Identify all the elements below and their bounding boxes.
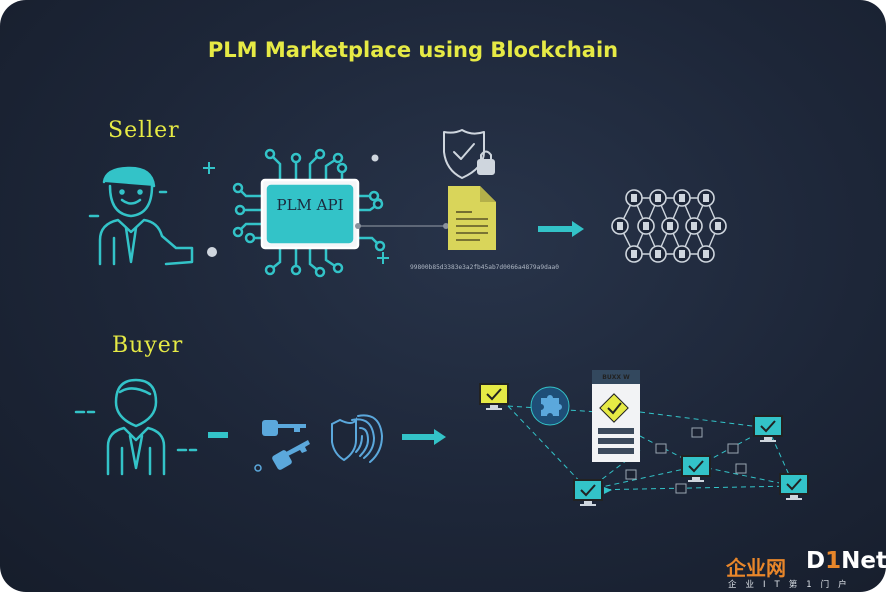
network-nodes [625, 427, 747, 494]
chip-icon [232, 148, 386, 278]
buyer-dash [208, 432, 228, 438]
monitor-check-icon [681, 455, 711, 482]
buyer-label: Buyer [112, 333, 184, 358]
ledger-panel [592, 370, 640, 462]
monitor-check-icon [573, 479, 612, 506]
monitor-check-icon [753, 415, 783, 442]
buyer-person-icon [74, 378, 198, 476]
monitor-check-icon [479, 383, 509, 410]
watermark-net: Net [841, 548, 886, 574]
arrow-right-icon [538, 221, 584, 237]
document-icon [448, 186, 496, 250]
watermark-brand-cn: 企业网 [726, 556, 786, 580]
blockchain-network-icon [611, 189, 727, 263]
puzzle-icon [530, 386, 570, 426]
watermark-d: D [806, 548, 826, 574]
transaction-hash: 99800b85d3383e3a2fb45ab7d0066a4879a9daa0 [410, 264, 560, 271]
seller-person-icon [88, 166, 194, 266]
watermark-d1net-logo: D1Net [806, 548, 886, 574]
monitor-check-icon [779, 473, 809, 500]
fingerprint-shield-icon [331, 414, 384, 463]
ledger-label: BUXX W [602, 374, 630, 381]
keys-icon [254, 420, 310, 472]
shield-lock-icon [443, 129, 495, 179]
plm-api-label: PLM API [276, 196, 344, 214]
diagram-title: PLM Marketplace using Blockchain [207, 38, 619, 62]
watermark-tagline: 企业IT第1门户 [728, 580, 856, 590]
watermark-one: 1 [825, 548, 842, 574]
seller-label: Seller [108, 118, 180, 143]
buyer-arrow-right-icon [402, 429, 446, 445]
connector-line [355, 223, 449, 229]
